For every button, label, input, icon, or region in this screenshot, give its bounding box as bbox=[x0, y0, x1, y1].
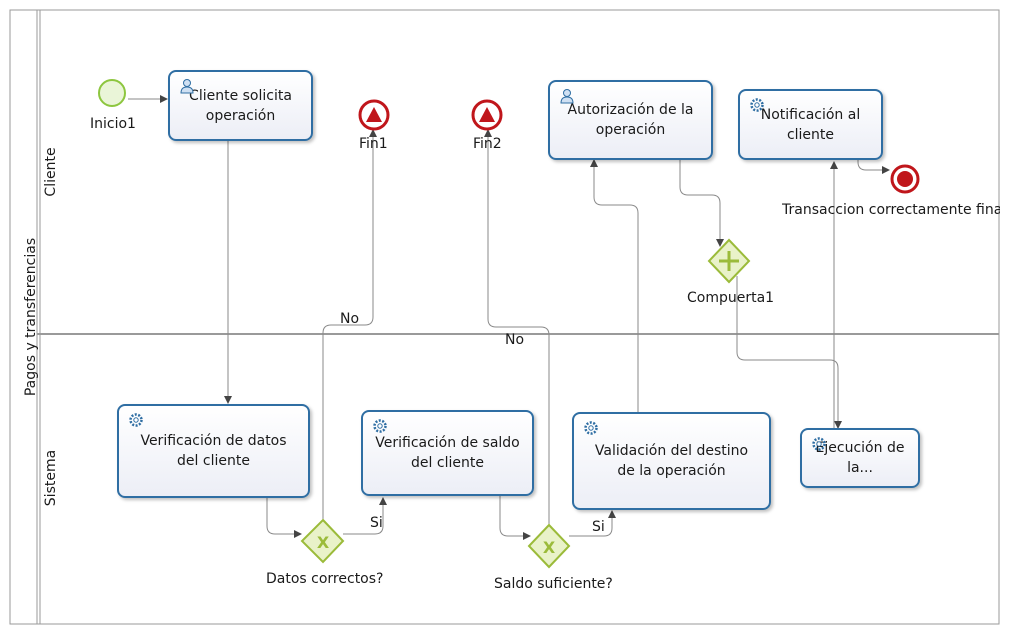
task-label: Verificación de datos del cliente bbox=[140, 433, 287, 469]
user-task-icon bbox=[560, 89, 574, 104]
end-event-fin2-label: Fin2 bbox=[473, 136, 502, 152]
task-label: Cliente solicita operación bbox=[189, 87, 292, 124]
start-event[interactable] bbox=[98, 79, 126, 107]
start-event-label: Inicio1 bbox=[90, 116, 136, 132]
lane-title-sistema: Sistema bbox=[43, 449, 59, 507]
task-label: Notificación al cliente bbox=[760, 106, 861, 143]
gateway-saldo[interactable]: X bbox=[527, 523, 571, 569]
gateway-datos-label: Datos correctos? bbox=[266, 571, 384, 587]
flow-label-si-saldo: Si bbox=[592, 519, 605, 535]
flow-label-no-saldo: No bbox=[505, 332, 525, 348]
task-label: Ejecución de la... bbox=[815, 440, 905, 476]
task-notificacion[interactable]: Notificación al cliente bbox=[738, 89, 883, 160]
flow-gw-saldo-no-to-fin2 bbox=[484, 129, 550, 526]
end-event-fin2[interactable] bbox=[471, 99, 503, 131]
task-verif-saldo[interactable]: Verificación de saldo del cliente bbox=[361, 410, 534, 496]
svg-text:X: X bbox=[317, 533, 330, 552]
svg-text:X: X bbox=[543, 538, 556, 557]
service-task-gear-icon bbox=[584, 421, 598, 435]
flow-compuerta-to-ejecucion bbox=[736, 276, 842, 429]
gateway-saldo-label: Saldo suficiente? bbox=[494, 576, 613, 592]
flow-label-no-datos: No bbox=[340, 311, 360, 327]
flow-label-si-datos: Si bbox=[370, 515, 383, 531]
flow-notificacion-to-fin bbox=[857, 160, 890, 174]
flow-gw-datos-no-to-fin1 bbox=[322, 129, 377, 520]
task-ejecucion[interactable]: Ejecución de la... bbox=[800, 428, 920, 488]
task-cliente-solicita[interactable]: Cliente solicita operación bbox=[168, 70, 313, 141]
gateway-compuerta[interactable] bbox=[707, 238, 751, 284]
flow-autorizacion-to-compuerta bbox=[679, 160, 724, 247]
task-validacion[interactable]: Validación del destino de la operación bbox=[572, 412, 771, 510]
task-label: Autorización de la operación bbox=[567, 102, 694, 138]
service-task-gear-icon bbox=[373, 419, 387, 433]
task-label: Verificación de saldo del cliente bbox=[375, 435, 520, 471]
flow-gw-datos-si-to-verif-saldo bbox=[343, 497, 387, 535]
service-task-gear-icon bbox=[812, 437, 826, 451]
end-event-ok[interactable] bbox=[890, 164, 920, 194]
task-verif-datos[interactable]: Verificación de datos del cliente bbox=[117, 404, 310, 498]
flow-verif-datos-to-gw bbox=[266, 498, 302, 538]
pool-border bbox=[9, 9, 1000, 625]
end-event-ok-label: Transaccion correctamente finaliz bbox=[782, 202, 1000, 218]
flow-gw-saldo-si-to-validacion bbox=[569, 510, 616, 537]
flow-verif-saldo-to-gw bbox=[499, 496, 531, 540]
pool-title: Pagos y transferencias bbox=[23, 237, 39, 397]
task-autorizacion[interactable]: Autorización de la operación bbox=[548, 80, 713, 160]
flow-validacion-to-autorizacion bbox=[590, 159, 639, 413]
task-label: Validación del destino de la operación bbox=[594, 443, 749, 479]
user-task-icon bbox=[180, 79, 194, 94]
end-event-fin1[interactable] bbox=[358, 99, 390, 131]
gateway-compuerta-label: Compuerta1 bbox=[687, 290, 775, 306]
gateway-datos[interactable]: X bbox=[300, 518, 345, 564]
service-task-gear-icon bbox=[750, 98, 764, 112]
lane-title-cliente: Cliente bbox=[43, 147, 59, 197]
service-task-gear-icon bbox=[129, 413, 143, 427]
sequence-flows bbox=[128, 95, 890, 540]
end-event-fin1-label: Fin1 bbox=[359, 136, 388, 152]
